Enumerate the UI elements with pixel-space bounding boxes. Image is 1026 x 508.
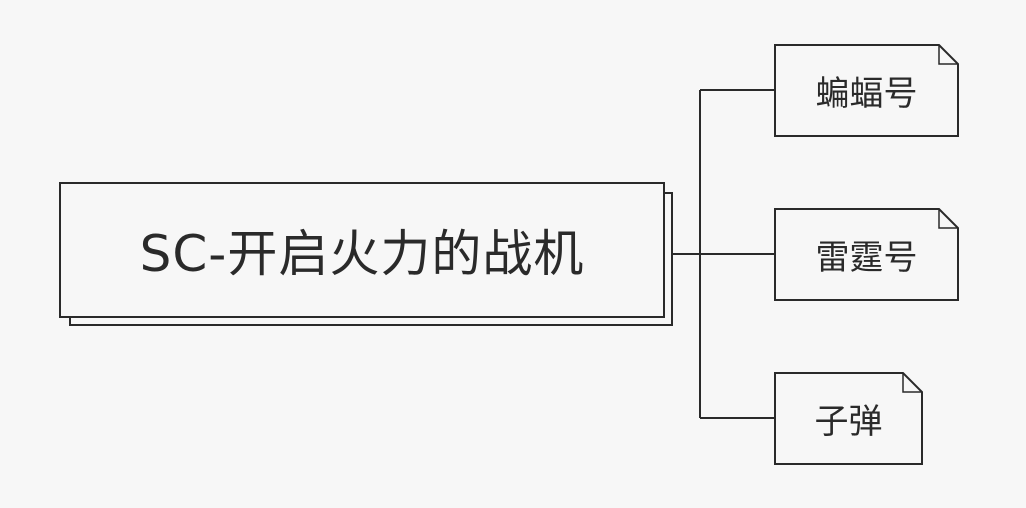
child-node-bullet[interactable]: 子弹 <box>774 372 923 465</box>
child-node-label: 蝙蝠号 <box>815 74 918 114</box>
note-shape-icon <box>774 372 923 465</box>
child-node-thunder[interactable]: 雷霆号 <box>774 208 959 301</box>
child-node-label: 子弹 <box>814 402 883 442</box>
child-node-bat[interactable]: 蝙蝠号 <box>774 44 959 137</box>
child-node-label: 雷霆号 <box>815 238 918 278</box>
note-shape-icon <box>774 44 959 137</box>
note-shape-icon <box>774 208 959 301</box>
root-node-label: SC-开启火力的战机 <box>139 225 585 283</box>
root-node[interactable]: SC-开启火力的战机 <box>59 182 665 318</box>
